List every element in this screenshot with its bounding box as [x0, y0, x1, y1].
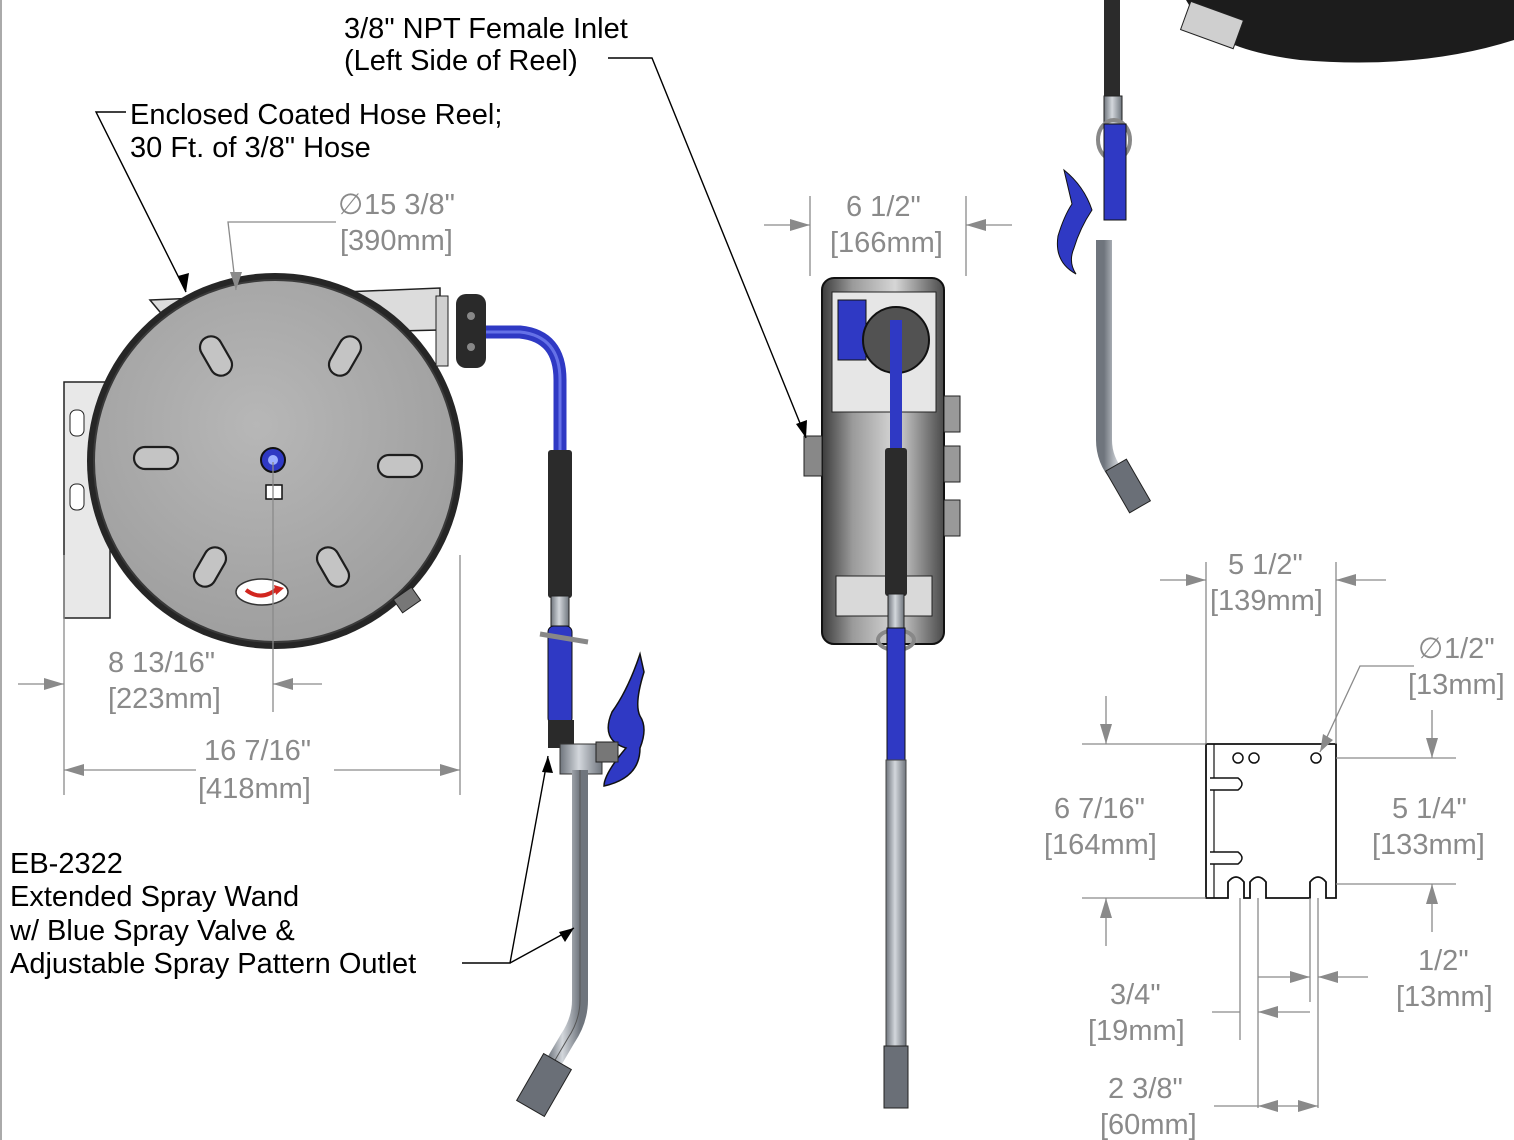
overall-width-in: 16 7/16"	[204, 735, 311, 767]
bracket-width-mm: [139mm]	[1210, 585, 1323, 617]
leader-lines	[94, 57, 807, 964]
reel-diameter-in: 15 3/8"	[364, 189, 455, 221]
spray-handle-iso	[1056, 168, 1093, 275]
bracket-width-in: 5 1/2"	[1228, 549, 1303, 581]
slot-offset-mm: [19mm]	[1088, 1015, 1185, 1047]
wand-label-line2: Extended Spray Wand	[10, 881, 299, 913]
diameter-symbol-icon: ∅	[338, 189, 363, 221]
bracket-height-right-in: 5 1/4"	[1392, 793, 1467, 825]
wand-label-line4: Adjustable Spray Pattern Outlet	[10, 948, 416, 980]
bracket-height-mm: [164mm]	[1044, 829, 1157, 861]
hole-diameter-mm: [13mm]	[1408, 669, 1505, 701]
inlet-label-line1: 3/8" NPT Female Inlet	[344, 13, 628, 45]
hose-curved	[486, 325, 567, 455]
reel-diameter-mm: [390mm]	[340, 225, 453, 257]
center-offset-in: 8 13/16"	[108, 647, 215, 679]
hose-sleeve	[548, 450, 572, 598]
slot-spacing-in: 2 3/8"	[1108, 1073, 1183, 1105]
bracket-height-in: 6 7/16"	[1054, 793, 1145, 825]
reel-depth-in: 6 1/2"	[846, 191, 921, 223]
hole-diameter-in: 1/2"	[1444, 633, 1495, 665]
bracket-height-right-mm: [133mm]	[1372, 829, 1485, 861]
wand-label-line1: EB-2322	[10, 848, 123, 880]
spray-wand	[541, 770, 588, 1077]
slot-width-mm: [13mm]	[1396, 981, 1493, 1013]
reel-front-view	[63, 273, 645, 1118]
inlet-label-line2: (Left Side of Reel)	[344, 45, 578, 77]
reel-side-view	[803, 277, 961, 1109]
reel-label-line2: 30 Ft. of 3/8" Hose	[130, 132, 371, 164]
rotation-decal-icon	[235, 578, 289, 606]
slot-width-in: 1/2"	[1418, 945, 1469, 977]
reel-label-line1: Enclosed Coated Hose Reel;	[130, 99, 502, 131]
wand-label-line3: w/ Blue Spray Valve &	[9, 915, 295, 947]
overall-width-mm: [418mm]	[198, 773, 311, 805]
reel-iso-view	[1056, 0, 1514, 514]
hole-diameter-symbol-icon: ∅	[1418, 633, 1443, 665]
slot-spacing-mm: [60mm]	[1100, 1109, 1197, 1140]
center-offset-mm: [223mm]	[108, 683, 221, 715]
slot-offset-in: 3/4"	[1110, 979, 1161, 1011]
bracket-detail	[1205, 743, 1337, 899]
reel-depth-mm: [166mm]	[830, 227, 943, 259]
spray-handle	[603, 651, 645, 787]
dimension-lines	[18, 196, 1456, 1112]
